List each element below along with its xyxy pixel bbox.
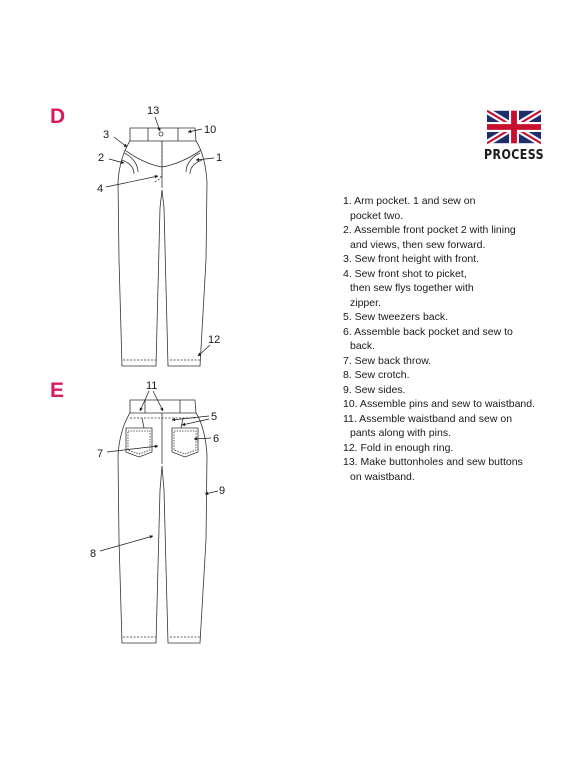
- back-leg-right: [161, 454, 208, 644]
- callout-11: 11: [146, 380, 157, 392]
- instruction-step-12: 12. Fold in enough ring.: [343, 441, 454, 454]
- front-leg-right: [161, 181, 208, 367]
- instruction-step-6: 6. Assemble back pocket and sew to: [343, 325, 513, 338]
- callout-7: 7: [97, 448, 103, 460]
- front-pocket-left: [123, 152, 139, 173]
- instruction-step-1-continued: pocket two.: [350, 209, 404, 222]
- back-pocket-left: [125, 427, 153, 458]
- callout-8: 8: [90, 548, 96, 560]
- instruction-step-4-continued: then sew flys together with: [350, 282, 474, 294]
- instruction-step-11: 11. Assemble waistband and sew on: [343, 412, 513, 425]
- instruction-step-11-continued: pants along with pins.: [350, 427, 451, 439]
- instruction-step-2: 2. Assemble front pocket 2 with lining: [343, 224, 516, 236]
- instruction-step-10: 10. Assemble pins and sew to waistband.: [343, 398, 536, 410]
- back-pocket-right: [171, 427, 199, 458]
- instruction-step-6-continued: back.: [350, 340, 376, 352]
- instruction-step-4-continued: zipper.: [350, 296, 381, 309]
- brand-name: PROCESS: [484, 148, 545, 163]
- callout-12: 12: [208, 334, 220, 346]
- sewing-instructions-list: 1. Arm pocket. 1 and sew on pocket two. 2.…: [343, 194, 565, 484]
- front-callout-numbers: 13 3 10 2 1 4 12: [97, 105, 222, 346]
- callout-1: 1: [216, 152, 222, 164]
- instruction-step-1: 1. Arm pocket. 1 and sew on: [343, 195, 476, 207]
- front-leg-left: [117, 181, 163, 367]
- front-callout-leaders: [105, 116, 215, 357]
- instruction-step-2-continued: and views, then sew forward.: [350, 238, 486, 251]
- union-jack-flag-icon: [487, 110, 541, 144]
- back-view-pants: [117, 399, 208, 644]
- section-label-e: E: [50, 379, 65, 402]
- back-leg-left: [117, 454, 163, 644]
- back-waistband: [129, 399, 197, 414]
- back-callout-leaders: [99, 390, 219, 552]
- callout-5: 5: [211, 411, 217, 423]
- callout-13: 13: [147, 105, 159, 117]
- instruction-step-4: 4. Sew front shot to picket,: [343, 267, 467, 280]
- instruction-step-9: 9. Sew sides.: [343, 383, 406, 396]
- callout-10: 10: [204, 124, 216, 136]
- back-callout-numbers: 11 5 6 7 9 8: [90, 380, 225, 560]
- callout-6: 6: [213, 433, 219, 445]
- instruction-step-8: 8. Sew crotch.: [343, 369, 410, 381]
- front-pocket-right: [185, 152, 201, 173]
- instruction-step-7: 7. Sew back throw.: [343, 354, 432, 367]
- instruction-step-13: 13. Make buttonholes and sew buttons: [343, 456, 523, 468]
- instruction-step-3: 3. Sew front height with front.: [343, 253, 479, 265]
- callout-4: 4: [97, 183, 103, 195]
- instruction-step-13-continued: on waistband.: [350, 470, 415, 483]
- callout-9: 9: [219, 485, 225, 497]
- section-label-d: D: [50, 105, 66, 128]
- brand-logo: PROCESS: [484, 110, 544, 163]
- instruction-step-5: 5. Sew tweezers back.: [343, 311, 449, 323]
- front-button: [158, 131, 164, 137]
- callout-2: 2: [98, 152, 104, 164]
- callout-3: 3: [103, 129, 109, 141]
- front-view-pants: [117, 127, 208, 367]
